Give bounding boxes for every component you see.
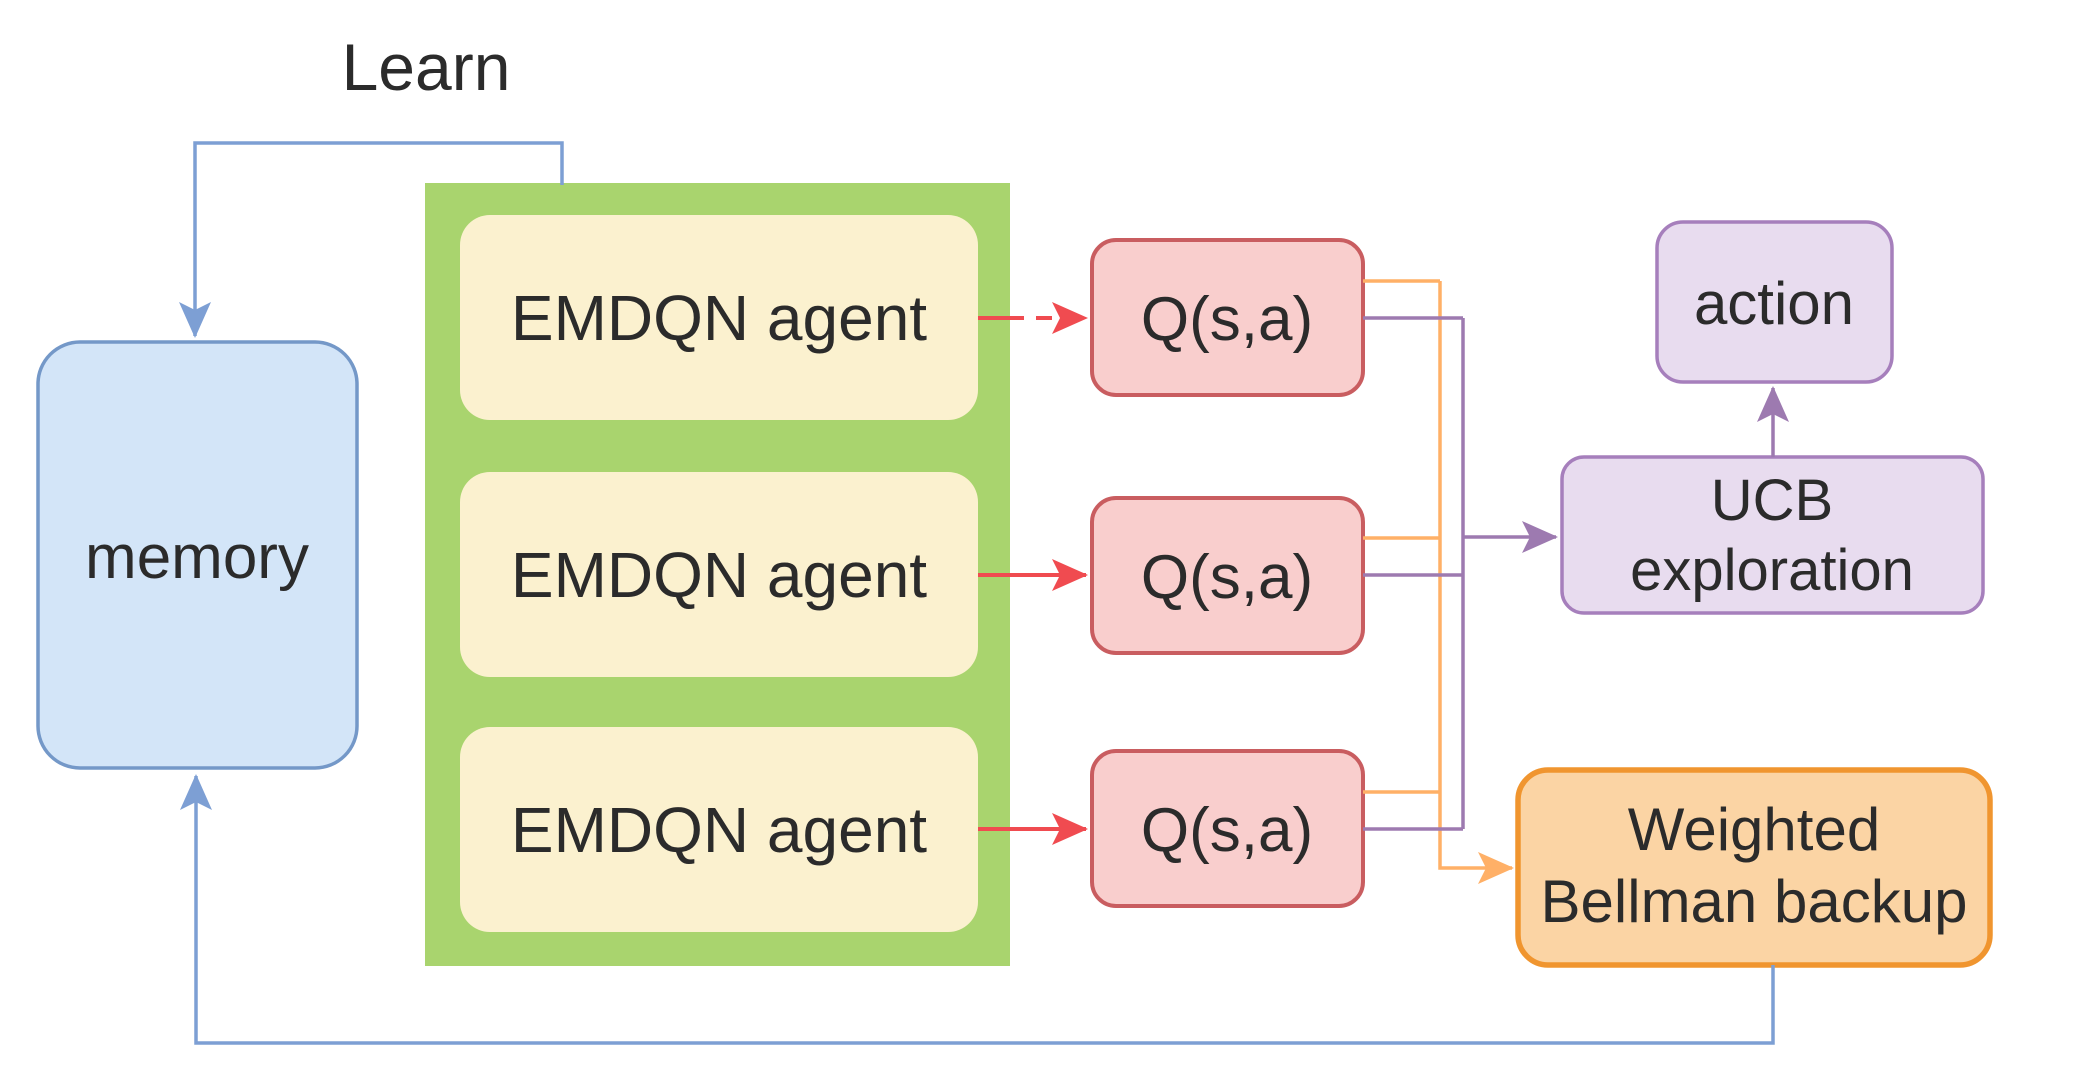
q-value-label-1: Q(s,a) <box>1141 285 1313 354</box>
bellman-label-line1: Weighted <box>1628 796 1880 863</box>
learn-label: Learn <box>342 30 511 104</box>
feedback-loop-arrow <box>180 774 1775 1045</box>
emdqn-agent-box-3 <box>460 727 978 932</box>
memory-box <box>36 340 359 770</box>
action-box <box>1655 220 1894 384</box>
emdqn-agent-box-1 <box>460 215 978 420</box>
learn-loop-arrow <box>179 141 564 338</box>
emdqn-agent-label-1: EMDQN agent <box>511 282 927 354</box>
bellman-backup-box <box>1515 767 1993 968</box>
bellman-label-line2: Bellman backup <box>1541 868 1968 935</box>
action-label: action <box>1694 270 1854 337</box>
emdqn-agent-label-3: EMDQN agent <box>511 794 927 866</box>
emdqn-agent-label-2: EMDQN agent <box>511 539 927 611</box>
ucb-label-line1: UCB <box>1711 468 1833 533</box>
ucb-label-line2: exploration <box>1630 538 1914 603</box>
emdqn-agent-box-2 <box>460 472 978 677</box>
q-value-label-2: Q(s,a) <box>1141 543 1313 612</box>
orange-trunk-to-bellman-arrow <box>1438 281 1514 884</box>
q-value-label-3: Q(s,a) <box>1141 796 1313 865</box>
memory-label: memory <box>85 523 309 592</box>
